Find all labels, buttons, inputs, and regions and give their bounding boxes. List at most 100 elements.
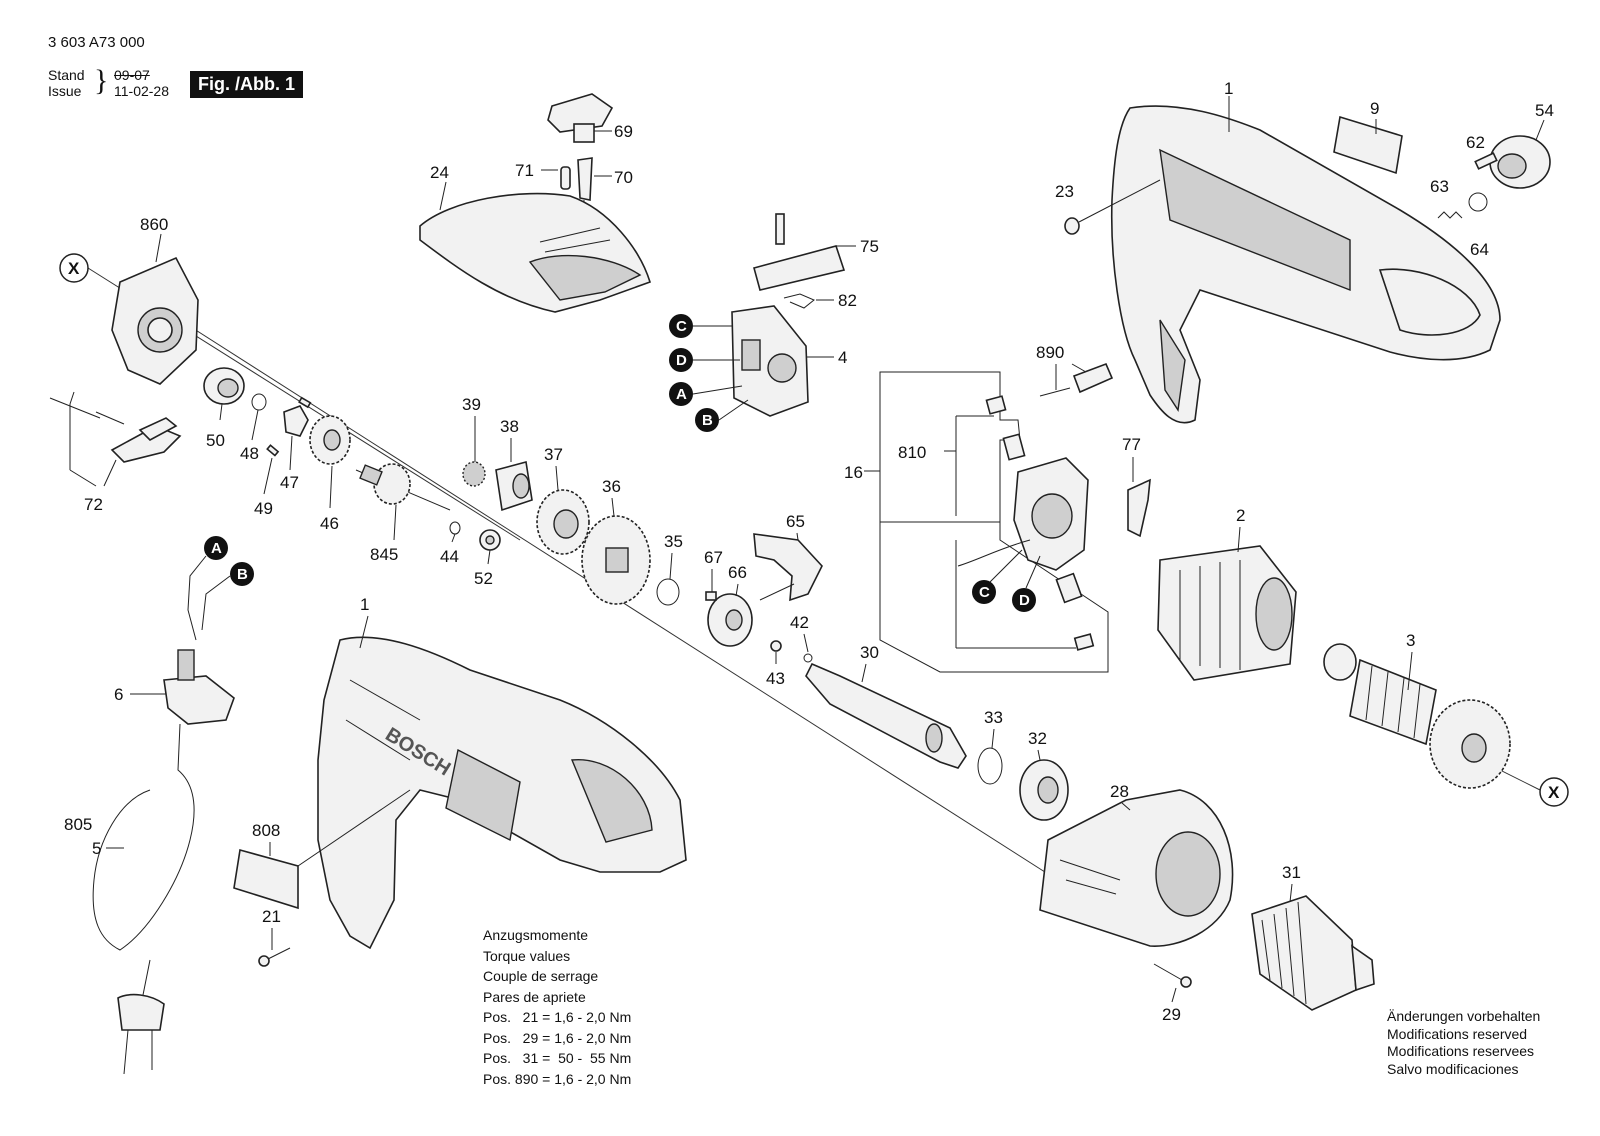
modifications-de: Änderungen vorbehalten	[1387, 1008, 1541, 1024]
part-number-28: 28	[1110, 782, 1129, 801]
spur-gear-part	[309, 415, 351, 465]
connector-badge-d-switch: D	[669, 348, 693, 372]
screw-handle-part	[258, 947, 291, 967]
part-number-24: 24	[430, 163, 449, 182]
depth-stop-clamp-part	[49, 391, 182, 463]
part-number-810: 810	[898, 443, 926, 462]
part-number-65: 65	[786, 512, 805, 531]
brush-holder-part	[1013, 457, 1089, 571]
part-number-845: 845	[370, 545, 398, 564]
svg-text:D: D	[676, 352, 687, 369]
part-number-36: 36	[602, 477, 621, 496]
gear-large-part	[536, 489, 590, 555]
torque-heading-en: Torque values	[483, 947, 571, 964]
coupling-part	[283, 405, 309, 437]
pinion-shaft-part	[355, 463, 451, 511]
part-number-67: 67	[704, 548, 723, 567]
torque-heading-de: Anzugsmomente	[483, 927, 589, 943]
part-number-890: 890	[1036, 343, 1064, 362]
modifications-note: Änderungen vorbehalten Modifications res…	[1387, 1008, 1540, 1078]
svg-text:A: A	[211, 540, 222, 557]
part-number-71: 71	[515, 161, 534, 180]
pin-part	[1474, 152, 1498, 170]
part-number-44: 44	[440, 547, 459, 566]
part-number-62: 62	[1466, 133, 1485, 152]
ball-bearing-part	[1019, 759, 1069, 821]
svg-text:C: C	[676, 318, 687, 335]
part-number-47: 47	[280, 473, 299, 492]
part-number-66: 66	[728, 563, 747, 582]
part-number-50: 50	[206, 431, 225, 450]
ball-part	[770, 640, 782, 652]
part-number-1-housing: 1	[1224, 79, 1233, 98]
part-number-860: 860	[140, 215, 168, 234]
revision-block: Stand Issue } 09-07 11-02-28	[48, 65, 169, 100]
connector-badge-x-left: X	[59, 253, 89, 283]
connector-badge-d-brush: D	[1012, 588, 1036, 612]
modifications-en: Modifications reserved	[1387, 1025, 1528, 1042]
part-number-4: 4	[838, 348, 847, 367]
stand-label: Stand	[48, 67, 85, 83]
part-number-49: 49	[254, 499, 273, 518]
cable-leads-part	[187, 555, 231, 641]
field-coil-part	[1157, 545, 1297, 681]
top-cover-part	[419, 192, 651, 313]
selector-bracket-part	[753, 533, 823, 602]
gear-main-part	[581, 515, 651, 605]
svg-text:X: X	[68, 259, 80, 278]
spindle-circlip-part	[977, 747, 1003, 785]
switch-slider-part	[753, 213, 846, 291]
spring-pin-part	[266, 444, 280, 457]
thrust-washer-part	[449, 521, 461, 535]
torque-row-890: Pos. 890 = 1,6 - 2,0 Nm	[483, 1070, 632, 1087]
drill-body-part	[317, 636, 687, 950]
bushing-part	[479, 529, 501, 551]
part-number-72: 72	[84, 495, 103, 514]
part-number-5: 5	[92, 839, 101, 858]
carbon-brush-part	[985, 395, 1007, 415]
contact-spring-part	[783, 293, 815, 309]
part-number-82: 82	[838, 291, 857, 310]
part-number-1-tool: 1	[360, 595, 369, 614]
torque-values-table: Anzugsmomente Torque values Couple de se…	[483, 925, 631, 1089]
document-number: 3 603 A73 000	[48, 34, 145, 51]
part-number-43: 43	[766, 669, 785, 688]
issue-label: Issue	[48, 83, 82, 99]
part-number-63: 63	[1430, 177, 1449, 196]
torque-heading-es: Pares de apriete	[483, 988, 586, 1005]
part-number-39: 39	[462, 395, 481, 414]
electronic-switch-part	[731, 305, 809, 417]
connector-badge-b-switch: B	[695, 408, 719, 432]
lever-spring-part	[577, 157, 593, 201]
part-number-37: 37	[544, 445, 563, 464]
torque-heading-fr: Couple de serrage	[483, 968, 599, 984]
svg-text:C: C	[979, 584, 990, 601]
connector-badge-a-switch: A	[669, 382, 693, 406]
drive-spindle-part	[805, 662, 967, 769]
modifications-es: Salvo modificaciones	[1387, 1060, 1519, 1077]
connector-badge-c-switch: C	[669, 314, 693, 338]
connector-badge-a-cable: A	[204, 536, 228, 560]
part-number-77: 77	[1122, 435, 1141, 454]
spring-lever-part	[1127, 478, 1151, 538]
front-housing-part	[1039, 789, 1234, 947]
part-number-38: 38	[500, 417, 519, 436]
connector-badge-x-right: X	[1539, 777, 1569, 807]
circlip-part	[656, 578, 680, 606]
revision-dates: 09-07 11-02-28	[114, 67, 169, 99]
part-number-46: 46	[320, 514, 339, 533]
power-cable-part	[92, 723, 195, 1011]
selector-ring-part	[707, 593, 753, 647]
washer-part	[1064, 217, 1080, 235]
brace-icon: }	[94, 64, 109, 97]
part-number-6: 6	[114, 685, 123, 704]
armature-part	[1323, 643, 1511, 789]
pressure-pin-part	[705, 591, 717, 601]
part-number-48: 48	[240, 444, 259, 463]
carbon-brush-lower-part	[1002, 433, 1026, 461]
modifications-fr: Modifications reservees	[1387, 1043, 1535, 1059]
needle-bearing-part	[462, 461, 486, 487]
small-washer-part	[251, 393, 267, 411]
assembly-axis-main	[179, 319, 1071, 889]
